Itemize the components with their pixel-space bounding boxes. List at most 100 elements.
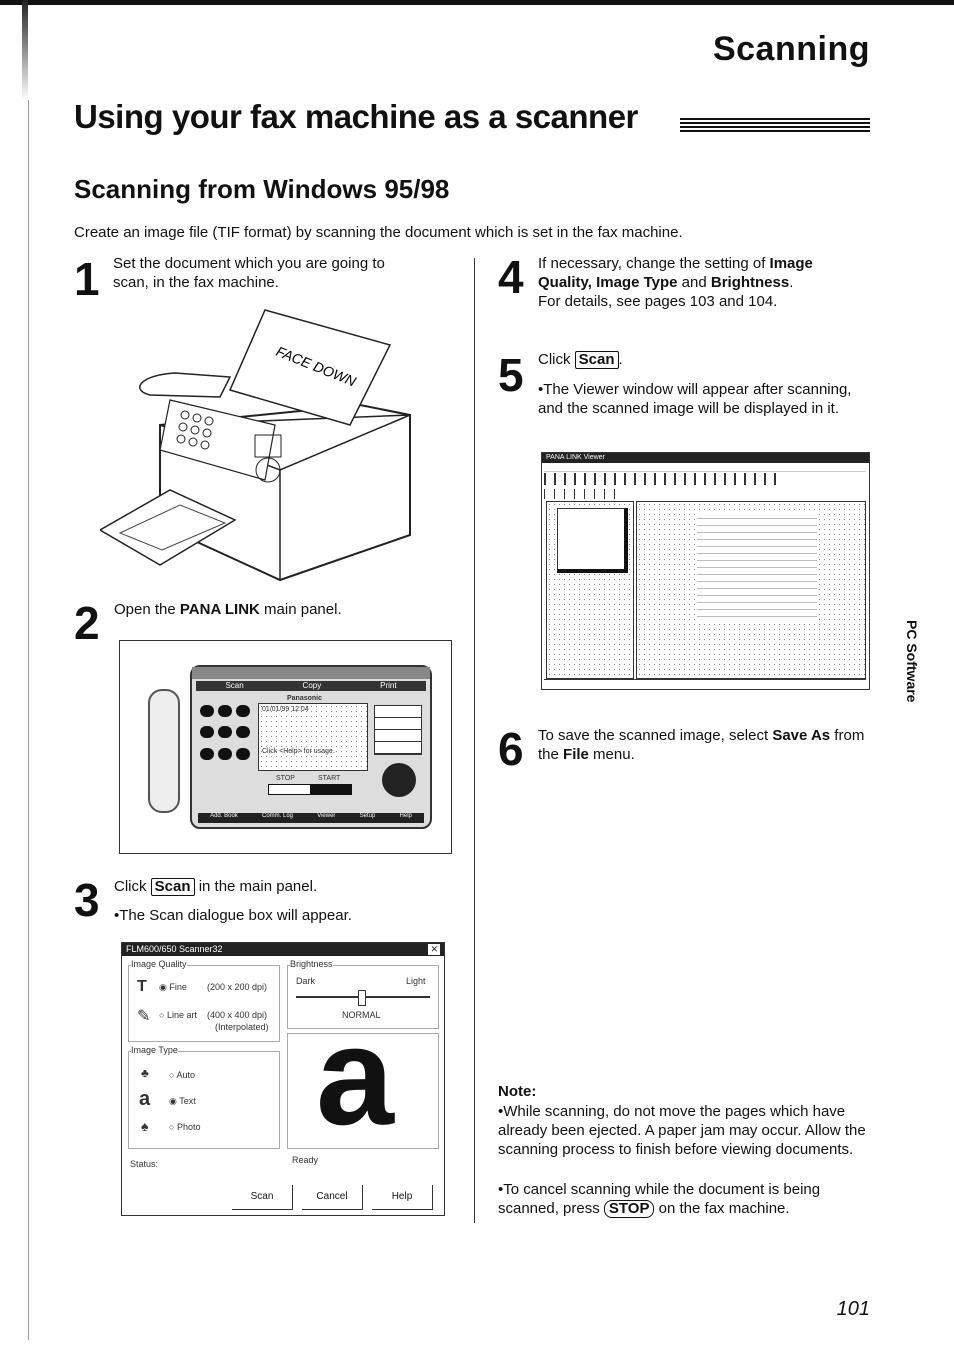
fine-radio[interactable]: ◉ Fine — [159, 982, 187, 992]
step-4-pre: If necessary, change the setting of — [538, 255, 770, 272]
note-item-1: •While scanning, do not move the pages w… — [498, 1103, 866, 1158]
page-title: Using your fax machine as a scanner — [74, 98, 638, 135]
step-number-6: 6 — [498, 723, 524, 775]
step-2-bold: PANA LINK — [179, 601, 260, 618]
lineart-label: Line art — [166, 1010, 197, 1020]
start-dial-button[interactable] — [382, 763, 416, 797]
viewer-statusbar — [544, 679, 866, 688]
photo-type-icon: ♠ — [141, 1118, 149, 1134]
line-art-icon: ✎ — [137, 1008, 151, 1025]
step-4-bold-2: Brightness — [710, 274, 790, 291]
keypad-button[interactable] — [200, 705, 214, 717]
step-3-bullet: •The Scan dialogue box will appear. — [114, 907, 352, 924]
subtitle: Scanning from Windows 95/98 — [74, 174, 450, 204]
pana-link-panel-frame: Scan Copy Print Panasonic 01/01/99 12:04… — [119, 640, 452, 854]
panel-titlebar — [192, 667, 430, 679]
panasonic-brand: Panasonic — [287, 695, 323, 702]
setup-button[interactable]: Setup — [359, 813, 376, 819]
lcd-datetime: 01/01/99 12:04 — [262, 706, 309, 713]
side-tab: PC Software — [896, 620, 924, 730]
brightness-slider-thumb[interactable] — [358, 990, 366, 1006]
step-number-1: 1 — [74, 253, 100, 305]
scan-key-label: Scan — [150, 878, 195, 896]
handset-graphic — [148, 689, 180, 813]
step-6-bold-2: File — [563, 746, 589, 763]
one-touch-list[interactable] — [374, 705, 422, 755]
keypad-button[interactable] — [236, 726, 250, 739]
photo-label: Photo — [176, 1122, 201, 1132]
lineart-dpi: (400 x 400 dpi) — [207, 1010, 268, 1020]
step-6-post: menu. — [588, 746, 635, 763]
keypad[interactable] — [200, 705, 250, 765]
viewer-toolbar[interactable] — [544, 473, 784, 485]
keypad-button[interactable] — [218, 705, 232, 717]
panel-bottom-bar: Add. Book Comm. Log Viewer Setup Help — [198, 813, 424, 823]
page-thumbnail[interactable] — [557, 508, 628, 573]
image-type-label: Image Type — [131, 1045, 178, 1055]
step-6-pre: To save the scanned image, select — [538, 727, 773, 744]
viewer-menubar — [544, 465, 866, 472]
light-label: Light — [406, 976, 426, 986]
intro-text: Create an image file (TIF format) by sca… — [74, 224, 683, 241]
fine-dpi: (200 x 200 dpi) — [207, 982, 268, 992]
step-4-post: . — [789, 274, 794, 291]
brightness-group: Brightness Dark Light NORMAL — [287, 959, 439, 1029]
dialog-scan-button[interactable]: Scan — [232, 1185, 293, 1210]
tab-print[interactable]: Print — [380, 681, 397, 690]
tab-scan[interactable]: Scan — [225, 681, 244, 690]
step-text-5: Click Scan. — [538, 350, 868, 369]
thumbnail-pane — [546, 501, 634, 679]
dialog-cancel-button[interactable]: Cancel — [302, 1185, 363, 1210]
close-icon[interactable]: ✕ — [428, 944, 440, 955]
step-4-mid: and — [677, 274, 711, 291]
step-3-pre: Click — [114, 878, 151, 895]
fine-quality-icon: T — [137, 978, 147, 995]
text-radio[interactable]: ◉ Text — [169, 1096, 196, 1106]
preview-area: a — [287, 1033, 439, 1149]
help-button[interactable]: Help — [399, 813, 412, 819]
keypad-button[interactable] — [200, 726, 214, 739]
lineart-radio[interactable]: ○ Line art — [159, 1010, 197, 1020]
text-type-icon: a — [139, 1088, 151, 1110]
step-number-4: 4 — [498, 251, 524, 303]
panel-tab-bar: Scan Copy Print — [196, 681, 426, 691]
step-2-post: main panel. — [259, 601, 342, 618]
lcd-help-text: Click <Help> for usage. — [262, 748, 335, 755]
top-border — [0, 0, 954, 5]
step-4-bold-1: Image Quality, Image Type — [538, 255, 813, 291]
fine-label: Fine — [169, 982, 187, 992]
page-number: 101 — [836, 1298, 870, 1320]
normal-label: NORMAL — [342, 1010, 381, 1020]
add-book-button[interactable]: Add. Book — [210, 813, 238, 819]
scan-dialog: FLM600/650 Scanner32 ✕ Image Quality T ◉… — [121, 942, 445, 1216]
lcd-display: 01/01/99 12:04 Click <Help> for usage. — [258, 703, 368, 771]
stop-label: STOP — [276, 775, 295, 782]
step-number-3: 3 — [74, 874, 100, 926]
step-number-5: 5 — [498, 349, 524, 401]
auto-radio[interactable]: ○ Auto — [169, 1070, 195, 1080]
step-3-post: in the main panel. — [194, 878, 318, 895]
viewer-titlebar: PANA LINK Viewer — [542, 453, 869, 463]
image-quality-group: Image Quality T ◉ Fine (200 x 200 dpi) ✎… — [128, 959, 280, 1042]
viewer-button[interactable]: Viewer — [317, 813, 336, 819]
image-quality-label: Image Quality — [131, 959, 187, 969]
stop-start-buttons[interactable] — [268, 784, 352, 795]
keypad-button[interactable] — [218, 747, 232, 760]
photo-radio[interactable]: ○ Photo — [169, 1122, 201, 1132]
dialog-help-button[interactable]: Help — [372, 1185, 433, 1210]
note-2-post: on the fax machine. — [654, 1200, 790, 1217]
status-value: Ready — [292, 1155, 319, 1165]
keypad-button[interactable] — [236, 747, 250, 760]
viewer-toolbar-2[interactable] — [544, 489, 624, 499]
step-6-bold-1: Save As — [772, 727, 831, 744]
keypad-button[interactable] — [200, 747, 214, 760]
tab-copy[interactable]: Copy — [302, 681, 322, 690]
brightness-label: Brightness — [290, 959, 333, 969]
keypad-button[interactable] — [236, 705, 250, 717]
image-type-group: Image Type ♣ ○ Auto a ◉ Text ♠ ○ Photo — [128, 1045, 280, 1149]
keypad-button[interactable] — [218, 726, 232, 739]
comm-log-button[interactable]: Comm. Log — [261, 813, 293, 819]
step-5-post: . — [618, 351, 623, 368]
step-text-6: To save the scanned image, select Save A… — [538, 726, 868, 764]
note-2-pre: •To cancel scanning while the document i… — [498, 1181, 821, 1217]
